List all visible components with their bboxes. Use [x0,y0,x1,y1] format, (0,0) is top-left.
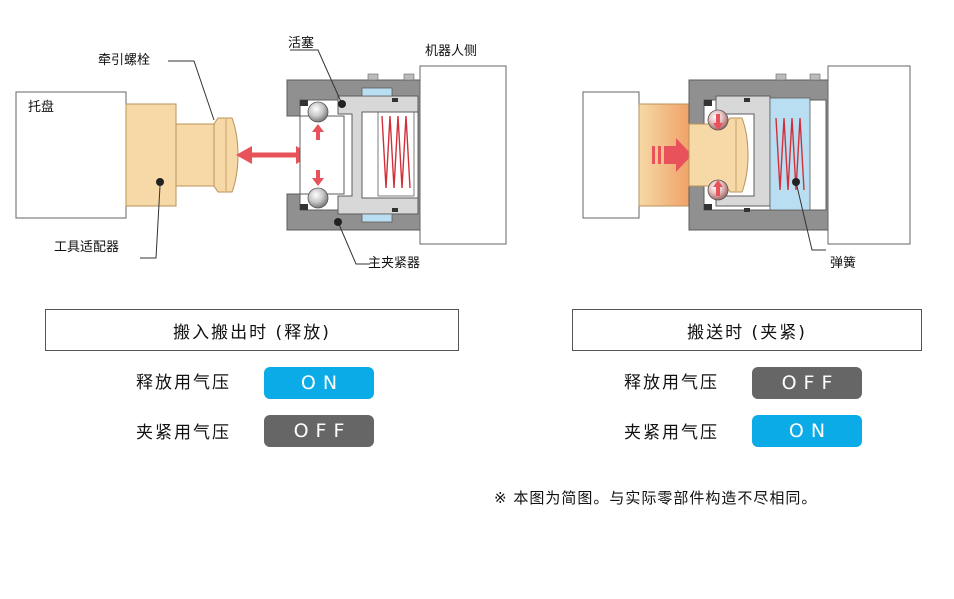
spring-left [381,115,411,189]
ball-arrow-down [312,170,324,186]
push-arrow [652,138,692,172]
lock-ball [307,101,329,123]
release-air-label: 释放用气压 [624,373,719,393]
ball-arrow-down [713,114,723,130]
piston [337,95,419,215]
tool-adapter [125,103,177,207]
clamp-air-status: ON [752,415,862,447]
left-panel-title: 搬入搬出时 (释放) [45,309,459,351]
right-mechanism [582,65,911,251]
robot-side-flange [419,65,507,245]
ball-arrow-up [713,180,723,196]
label-robot-side: 机器人侧 [425,44,478,59]
label-spring: 弹簧 [830,256,857,271]
label-tool-adapter: 工具适配器 [54,240,120,255]
traction-bolt [688,117,749,193]
clamp-air-label: 夹紧用气压 [624,423,719,443]
clamp-air-status: OFF [264,415,374,447]
traction-bolt [175,117,239,193]
release-air-status: ON [264,367,374,399]
label-piston: 活塞 [288,36,315,51]
release-air-label: 释放用气压 [136,373,231,393]
mechanism-diagrams [15,49,911,265]
robot-side-flange [827,65,911,245]
master-clamp-body [688,73,829,231]
label-master-clamp: 主夹紧器 [368,256,421,271]
left-mechanism [15,49,507,265]
ball-arrow-up [312,124,324,140]
right-panel-title: 搬送时 (夹紧) [572,309,922,351]
pallet-block [582,91,640,219]
pallet-block [15,91,127,219]
footnote: ※ 本图为简图。与实际零部件构造不尽相同。 [494,489,818,507]
lock-ball [307,187,329,209]
label-traction-bolt: 牵引螺栓 [98,53,151,68]
label-pallet: 托盘 [28,100,55,115]
clamp-air-label: 夹紧用气压 [136,423,231,443]
spring-right [775,117,805,191]
release-air-status: OFF [752,367,862,399]
master-clamp-body [286,73,421,231]
